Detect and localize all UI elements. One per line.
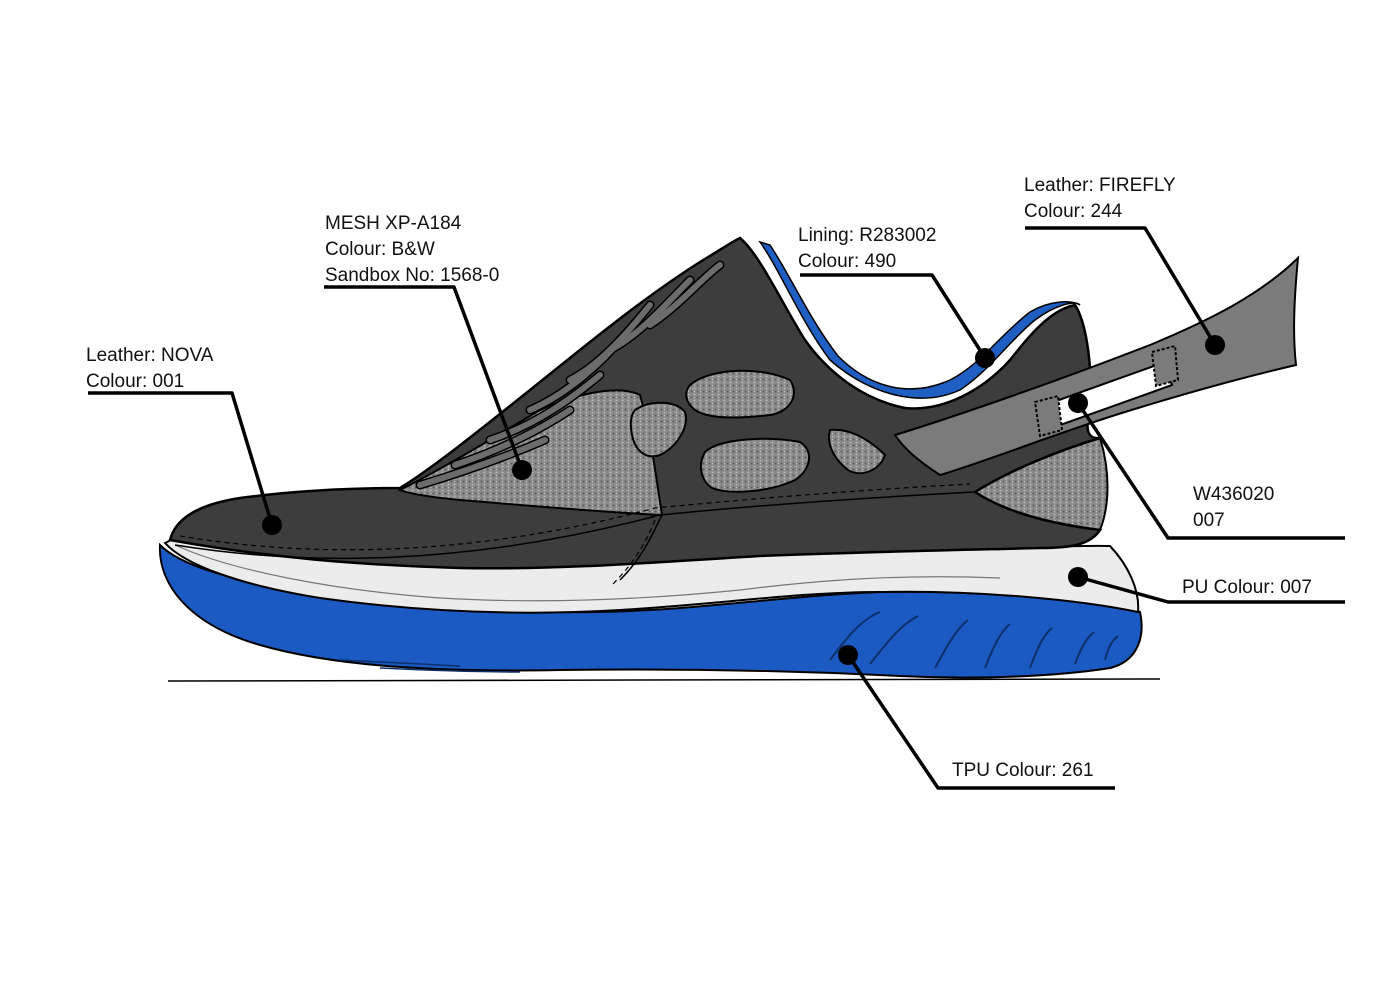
callout-midsole-line1: PU Colour: 007 [1182, 577, 1312, 598]
callout-upper-leather-line1: Leather: NOVA [86, 345, 214, 366]
dot-hardware [1068, 393, 1088, 413]
leader-midsole [1077, 575, 1345, 604]
leader-upper-leather [88, 391, 274, 526]
laces [415, 260, 725, 490]
callout-outsole: TPU Colour: 261 [952, 758, 1094, 784]
cage-mesh-windows [629, 369, 887, 493]
callout-heel-strap-line2: Colour: 244 [1024, 201, 1123, 222]
callout-midsole: PU Colour: 007 [1182, 575, 1312, 601]
callout-upper-leather: Leather: NOVA Colour: 001 [86, 343, 213, 395]
leader-mesh [324, 285, 524, 471]
leader-lining [800, 273, 987, 359]
callout-mesh-line3: Sandbox No: 1568-0 [325, 265, 500, 286]
leader-dots [262, 335, 1225, 665]
callout-lining-line2: Colour: 490 [798, 251, 897, 272]
leader-heel-strap [1025, 226, 1217, 346]
callout-lining-line1: Lining: R283002 [798, 225, 937, 246]
dot-mesh [512, 460, 532, 480]
callout-outsole-line1: TPU Colour: 261 [952, 760, 1094, 781]
callout-heel-strap-line1: Leather: FIREFLY [1024, 175, 1176, 196]
callout-heel-strap: Leather: FIREFLY Colour: 244 [1024, 173, 1176, 225]
callout-lining: Lining: R283002 Colour: 490 [798, 223, 936, 275]
leader-outsole [846, 654, 1115, 790]
callout-hardware-line2: 007 [1193, 510, 1225, 531]
callout-upper-leather-line2: Colour: 001 [86, 371, 185, 392]
callout-mesh-line2: Colour: B&W [325, 239, 435, 260]
callout-hardware: W436020 007 [1193, 482, 1274, 534]
callout-mesh-line1: MESH XP-A184 [325, 213, 462, 234]
dot-lining [975, 348, 995, 368]
leader-hardware [1076, 402, 1345, 540]
outsole-grooves [339, 611, 1119, 673]
dot-outsole [838, 645, 858, 665]
heel-strap [893, 255, 1300, 477]
stitching [179, 483, 971, 586]
midsole-inner-line [174, 544, 1001, 602]
callout-hardware-line1: W436020 [1193, 484, 1275, 505]
lining [758, 240, 1081, 399]
dot-midsole [1068, 567, 1088, 587]
seam-lines [174, 491, 976, 581]
callout-mesh: MESH XP-A184 Colour: B&W Sandbox No: 156… [325, 211, 499, 289]
leader-lines [88, 226, 1345, 790]
dot-heel-strap [1205, 335, 1225, 355]
dot-upper-leather [262, 515, 282, 535]
ground-line [167, 678, 1161, 682]
